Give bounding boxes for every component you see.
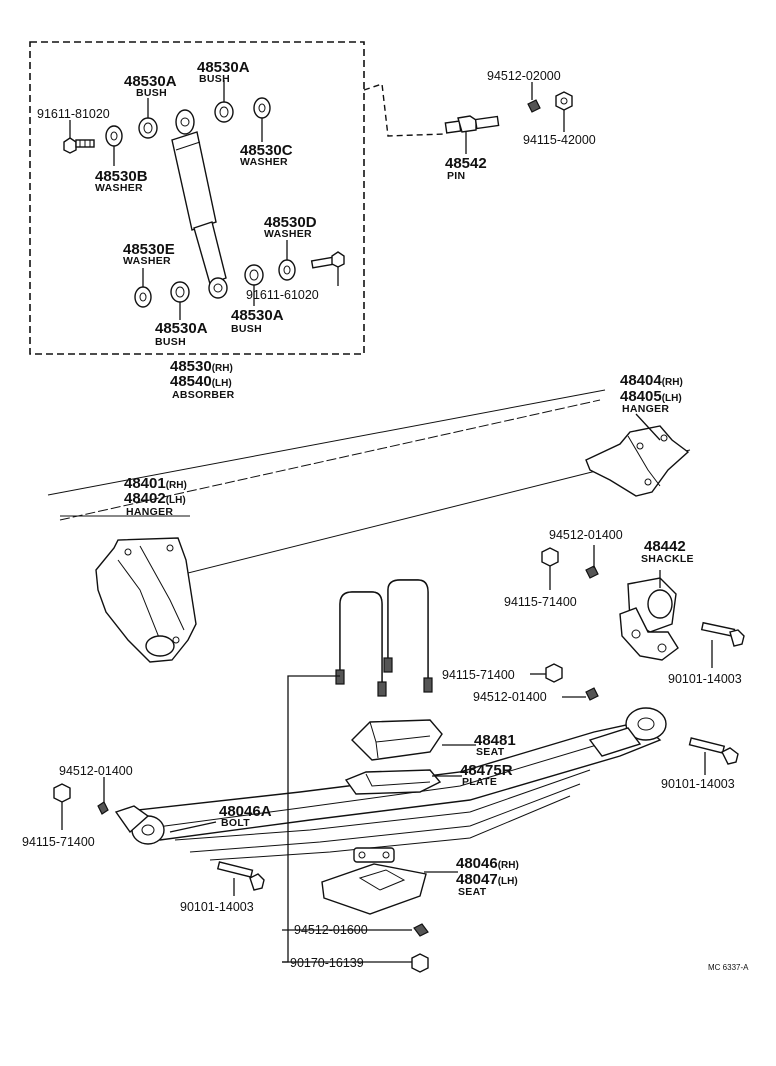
washer-e-desc: WASHER	[123, 255, 171, 267]
front-hanger-desc: HANGER	[126, 506, 173, 518]
pin-leader-dashed	[363, 83, 445, 137]
bush-top-left-part: 48530A	[124, 73, 177, 90]
front-left-washer-icon	[97, 801, 109, 815]
seat-lower-lh-label: 48047(LH)	[456, 871, 518, 888]
bolt-bottom	[310, 251, 345, 269]
ubolt-group: 94115-71400 94512-01400	[442, 663, 599, 704]
spring-bolt-icon	[688, 737, 739, 765]
seat-lower-rh-label: 48046(RH)	[456, 855, 519, 872]
shackle-washer-icon	[585, 565, 599, 579]
washer-e-part: 48530E	[123, 241, 175, 258]
washer-c-part: 48530C	[240, 142, 293, 159]
absorber-dashed-box	[29, 41, 365, 355]
bush-top-left-desc: BUSH	[136, 87, 167, 99]
pin-desc: PIN	[447, 170, 465, 182]
shackle-nut-part: 94115-71400	[504, 595, 577, 609]
ubolt-washer-icon	[585, 687, 599, 701]
pin-part: 48542	[445, 155, 487, 172]
front-left-group: 94512-01400 94115-71400 48046A BOLT 9010…	[22, 764, 272, 914]
shackle-group: 94512-01400 94115-71400 48442 SHACKLE 90…	[504, 528, 745, 686]
shackle-illustration	[619, 577, 679, 661]
shock-absorber-illustration	[171, 109, 228, 299]
bolt-top-part: 91611-81020	[37, 107, 110, 121]
pin-washer-part: 94512-02000	[487, 69, 561, 83]
washer-b-desc: WASHER	[95, 182, 143, 194]
washer-d-desc: WASHER	[264, 228, 312, 240]
rear-hanger-desc: HANGER	[622, 403, 669, 415]
pin-group: 94512-02000 94115-42000 48542 PIN	[444, 69, 596, 182]
diagram-code: MC 6337-A	[708, 963, 749, 972]
seat-upper-part: 48481	[474, 732, 516, 749]
rear-hanger-illustration	[585, 425, 690, 497]
bush-bottom-left-part: 48530A	[155, 320, 208, 337]
shackle-nut-icon	[541, 547, 559, 567]
bush-top-right-desc: BUSH	[199, 73, 230, 85]
pin-nut-part: 94115-42000	[523, 133, 596, 147]
rear-hanger-lh-label: 48405(LH)	[620, 388, 682, 405]
bush-top-right	[214, 101, 234, 123]
bush-bottom-right	[244, 264, 264, 286]
bush-bottom-right-desc: BUSH	[231, 323, 262, 335]
bush-bottom-left	[170, 281, 190, 303]
absorber-lh-label: 48540(LH)	[170, 373, 232, 390]
bottom-nut-icon	[411, 953, 429, 973]
front-left-nut-icon	[53, 783, 71, 803]
bottom-washer-icon	[413, 923, 429, 937]
spring-bolt-48046a-part: 48046A	[219, 803, 272, 820]
seat-lower-illustration	[321, 847, 427, 915]
washer-d-part: 48530D	[264, 214, 317, 231]
front-left-washer-part: 94512-01400	[59, 764, 133, 778]
bush-bottom-left-desc: BUSH	[155, 336, 186, 348]
bush-bottom-right-part: 48530A	[231, 307, 284, 324]
bottom-washer-part: 94512-01600	[294, 923, 368, 937]
plate-part: 48475R	[460, 762, 513, 779]
bush-top-left	[138, 117, 158, 139]
front-left-nut-part: 94115-71400	[22, 835, 95, 849]
shackle-bolt-icon	[700, 621, 745, 647]
washer-c	[253, 97, 271, 119]
seat-upper-illustration	[351, 719, 443, 761]
u-bolts-illustration	[335, 579, 433, 697]
spring-bolt-48046a-desc: BOLT	[221, 817, 250, 829]
shackle-part: 48442	[644, 538, 686, 555]
bottom-group: 94512-01600 90170-16139	[282, 675, 429, 973]
plate-desc: PLATE	[462, 776, 497, 788]
washer-b-part: 48530B	[95, 168, 148, 185]
absorber-rh-label: 48530(RH)	[170, 358, 233, 375]
seat-upper-desc: SEAT	[476, 746, 505, 758]
washer-e	[134, 286, 152, 308]
shackle-bolt-part: 90101-14003	[668, 672, 742, 686]
plate-illustration	[344, 769, 442, 795]
front-lower-bolt-part: 90101-14003	[180, 900, 254, 914]
front-hanger-rh-label: 48401(RH)	[124, 475, 187, 492]
pin-illustration	[444, 115, 500, 134]
washer-d	[278, 259, 296, 281]
pin-nut-icon	[555, 91, 573, 111]
shackle-desc: SHACKLE	[641, 553, 694, 565]
washer-b	[105, 125, 123, 147]
shackle-washer-part: 94512-01400	[549, 528, 623, 542]
seat-lower-desc: SEAT	[458, 886, 487, 898]
front-lower-bolt-icon	[216, 861, 265, 891]
absorber-desc: ABSORBER	[172, 389, 235, 401]
absorber-leaders	[69, 80, 339, 320]
ubolt-washer-part: 94512-01400	[473, 690, 547, 704]
pin-washer-icon	[527, 99, 541, 113]
bolt-top	[63, 137, 95, 154]
ubolt-nut-part: 94115-71400	[442, 668, 515, 682]
front-hanger-lh-label: 48402(LH)	[124, 490, 186, 507]
ubolt-nut-icon	[545, 663, 563, 683]
front-hanger-illustration	[95, 537, 197, 663]
bolt-bottom-part: 91611-61020	[246, 288, 319, 302]
rear-hanger-rh-label: 48404(RH)	[620, 372, 683, 389]
bush-top-right-part: 48530A	[197, 59, 250, 76]
bottom-nut-part: 90170-16139	[290, 956, 364, 970]
absorber-group: 48530A BUSH 48530A BUSH 91611-81020 4853…	[29, 41, 445, 401]
washer-c-desc: WASHER	[240, 156, 288, 168]
spring-bolt-part: 90101-14003	[661, 777, 735, 791]
